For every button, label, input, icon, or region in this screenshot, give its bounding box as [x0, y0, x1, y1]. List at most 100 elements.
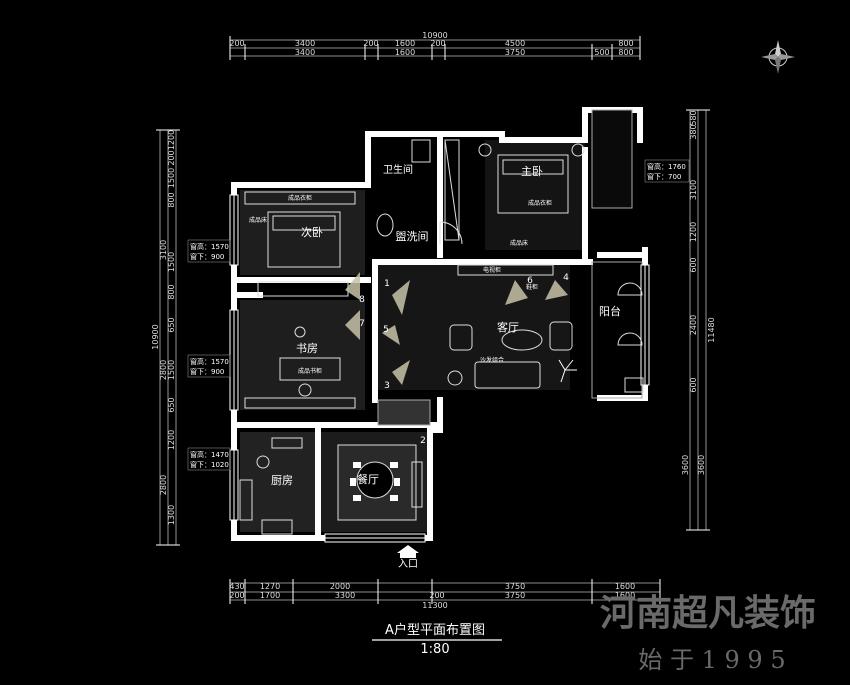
plant-icon — [558, 359, 577, 383]
dim-right-column: 580 380 3100 1200 600 2400 600 3600 3600 — [681, 110, 706, 475]
dim-bottom-9: 200 — [429, 591, 444, 600]
svg-text:窗高：1760: 窗高：1760 — [647, 162, 686, 171]
svg-text:3100: 3100 — [159, 240, 168, 260]
dim-top-1: 200 — [229, 39, 244, 48]
dim-top-7: 800 — [618, 39, 633, 48]
dim-top-9: 1600 — [395, 48, 415, 57]
light-cones — [345, 272, 568, 385]
svg-text:3100: 3100 — [689, 180, 698, 200]
dim-top-4: 1600 — [395, 39, 415, 48]
dim-bottom-1: 430 — [229, 582, 244, 591]
svg-text:1300: 1300 — [167, 505, 176, 525]
svg-text:窗下：900: 窗下：900 — [190, 252, 224, 261]
windows — [229, 194, 650, 543]
dim-top-total: 10900 — [422, 31, 447, 40]
view-marker-3: 3 — [384, 381, 390, 391]
window-note-2: 窗高：1570 窗下：900 — [187, 354, 231, 378]
svg-text:1500: 1500 — [167, 168, 176, 188]
dim-top-5: 200 — [430, 39, 445, 48]
dim-bottom-4: 3750 — [505, 582, 525, 591]
dim-left-column: 1200 200 1500 800 3100 1500 800 650 1500… — [159, 130, 176, 525]
dim-top-6: 4500 — [505, 39, 525, 48]
room-laundry: 盥洗间 — [396, 230, 429, 243]
svg-text:1200: 1200 — [167, 430, 176, 450]
svg-text:1200: 1200 — [167, 130, 176, 150]
svg-text:600: 600 — [689, 257, 698, 272]
room-bathroom: 卫生间 — [383, 163, 413, 176]
drawing-title: A户型平面布置图 — [385, 622, 485, 638]
kitchen-fixtures — [239, 437, 303, 535]
living-furniture — [447, 264, 573, 389]
dim-bottom-7: 1700 — [260, 591, 280, 600]
view-marker-5: 5 — [383, 325, 389, 335]
svg-text:650: 650 — [167, 397, 176, 412]
svg-text:800: 800 — [167, 284, 176, 299]
room-master-bedroom: 主卧 — [521, 165, 543, 178]
svg-text:窗下：900: 窗下：900 — [190, 367, 224, 376]
dimension-lines — [159, 39, 707, 601]
room-dining: 餐厅 — [357, 472, 379, 486]
view-marker-4: 4 — [563, 273, 569, 283]
label-bookcase: 成品书柜 — [298, 367, 322, 375]
dim-top-11: 500 — [594, 48, 609, 57]
room-living-room: 客厅 — [497, 320, 519, 334]
svg-text:3600: 3600 — [681, 455, 690, 475]
svg-text:1500: 1500 — [167, 252, 176, 272]
dim-bottom-total: 11300 — [422, 601, 447, 610]
label-second-bed: 成品床 — [249, 216, 267, 224]
dim-top-8: 3400 — [295, 48, 315, 57]
view-marker-1: 1 — [384, 279, 390, 289]
label-tv-cabinet: 电视柜 — [483, 266, 501, 274]
entrance-arrow — [397, 545, 419, 558]
svg-text:1500: 1500 — [167, 360, 176, 380]
label-sofa: 沙发组合 — [480, 356, 504, 364]
svg-text:3600: 3600 — [697, 455, 706, 475]
svg-text:580: 580 — [689, 110, 698, 125]
room-balcony: 阳台 — [599, 304, 621, 318]
dim-bottom-6: 200 — [229, 591, 244, 600]
view-marker-7: 7 — [359, 319, 365, 329]
label-master-wardrobe: 成品衣柜 — [528, 199, 552, 207]
entrance-label: 入口 — [398, 559, 418, 570]
dimension-ticks — [156, 36, 710, 604]
window-note-1: 窗高：1570 窗下：900 — [187, 239, 231, 263]
dim-right-total: 11480 — [707, 317, 716, 342]
room-second-bedroom: 次卧 — [301, 225, 323, 239]
svg-text:650: 650 — [167, 317, 176, 332]
dim-bottom-3: 2000 — [330, 582, 350, 591]
dim-bottom-2: 1270 — [260, 582, 280, 591]
dim-bottom-5: 1600 — [615, 582, 635, 591]
dim-top-2: 3400 — [295, 39, 315, 48]
dim-bottom-8: 3300 — [335, 591, 355, 600]
drawing-scale: 1:80 — [420, 642, 449, 657]
dining-furniture — [337, 444, 423, 521]
compass-icon — [761, 40, 795, 74]
window-note-4: 窗高：1760 窗下：700 — [644, 159, 690, 183]
wall-fill — [377, 109, 643, 426]
dim-bottom-10: 3750 — [505, 591, 525, 600]
watermark-name: 河南超凡装饰 — [600, 592, 816, 634]
window-note-3: 窗高：1470 窗下：1020 — [187, 447, 231, 471]
dim-top-3: 200 — [363, 39, 378, 48]
view-marker-2: 2 — [420, 436, 426, 446]
bathroom-fixtures — [376, 139, 463, 245]
svg-text:1200: 1200 — [689, 222, 698, 242]
label-master-bed: 成品床 — [510, 239, 528, 247]
dim-top-12: 800 — [618, 48, 633, 57]
svg-text:窗下：700: 窗下：700 — [647, 172, 681, 181]
svg-text:2800: 2800 — [159, 475, 168, 495]
dim-bottom-11: 1600 — [615, 591, 635, 600]
room-kitchen: 厨房 — [271, 474, 293, 487]
balcony-furniture — [617, 282, 644, 393]
room-study: 书房 — [296, 342, 318, 355]
svg-text:600: 600 — [689, 377, 698, 392]
svg-text:200: 200 — [167, 150, 176, 165]
dim-left-total: 10900 — [151, 324, 160, 349]
view-marker-8: 8 — [359, 295, 365, 305]
svg-text:窗高：1570: 窗高：1570 — [190, 357, 229, 366]
label-shoe-cabinet: 鞋柜 — [526, 283, 538, 291]
svg-text:窗高：1470: 窗高：1470 — [190, 450, 229, 459]
watermark-since: 始 于 1 9 9 5 — [638, 646, 785, 674]
svg-text:2400: 2400 — [689, 315, 698, 335]
